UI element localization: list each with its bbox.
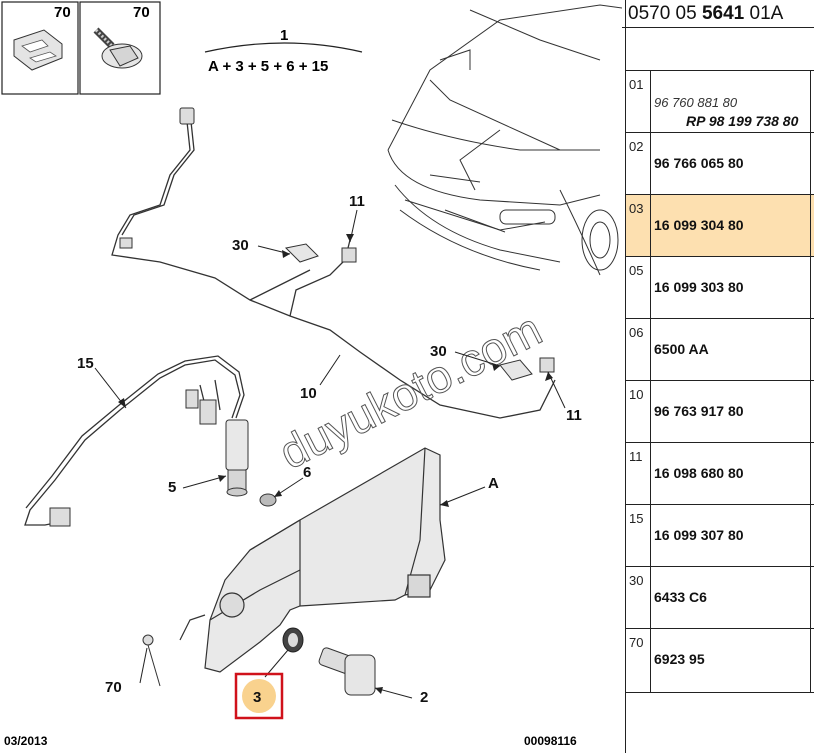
part-number: 6923 95 bbox=[654, 651, 705, 667]
bracket-30-right bbox=[499, 359, 533, 381]
row-number: 03 bbox=[629, 201, 644, 216]
row-number: 70 bbox=[629, 635, 644, 650]
row-number: 02 bbox=[629, 139, 644, 154]
table-row[interactable]: 10 96 763 917 80 bbox=[626, 380, 814, 442]
table-row[interactable]: 11 16 098 680 80 bbox=[626, 442, 814, 504]
part-number: 96 766 065 80 bbox=[654, 155, 744, 171]
label-70-bottom: 70 bbox=[105, 679, 122, 696]
reference-bold: 5641 bbox=[701, 3, 745, 24]
fastener-box-1-label: 70 bbox=[54, 4, 71, 21]
part-number: 16 099 304 80 bbox=[654, 217, 744, 233]
label-5: 5 bbox=[168, 479, 176, 496]
bolt-70-bottom bbox=[142, 634, 161, 687]
label-6: 6 bbox=[303, 464, 311, 481]
row-number: 11 bbox=[629, 449, 643, 464]
reference-prefix: 0570 05 bbox=[628, 3, 702, 24]
pump-seal bbox=[282, 627, 304, 653]
label-11-right: 11 bbox=[566, 407, 582, 424]
label-11-top: 11 bbox=[349, 193, 365, 210]
row-number: 10 bbox=[629, 387, 644, 402]
parts-table-border bbox=[625, 0, 626, 753]
grommet bbox=[259, 493, 277, 507]
table-row[interactable]: 05 16 099 303 80 bbox=[626, 256, 814, 318]
table-row[interactable]: 30 6433 C6 bbox=[626, 566, 814, 628]
reference-suffix: 01A bbox=[744, 3, 784, 24]
washer-pump bbox=[225, 419, 249, 497]
bracket-30-top bbox=[284, 243, 319, 263]
fastener-box-2: 70 bbox=[79, 1, 161, 95]
part-number: 6433 C6 bbox=[654, 589, 707, 605]
level-sensor bbox=[318, 647, 376, 696]
washer-reservoir bbox=[179, 447, 446, 673]
row-number: 01 bbox=[629, 77, 644, 92]
alt-part-number: 96 760 881 80 bbox=[654, 95, 738, 110]
part-number: 16 098 680 80 bbox=[654, 465, 744, 481]
label-A: A bbox=[488, 475, 499, 492]
table-row[interactable]: 02 96 766 065 80 bbox=[626, 132, 814, 194]
row-number: 15 bbox=[629, 511, 644, 526]
row-number: 06 bbox=[629, 325, 644, 340]
flange-bolt-icon bbox=[93, 27, 143, 69]
assembly-formula: 1 A + 3 + 5 + 6 + 15 bbox=[204, 27, 363, 75]
fastener-box-2-label: 70 bbox=[133, 4, 150, 21]
table-row[interactable]: 06 6500 AA bbox=[626, 318, 814, 380]
table-bottom-line bbox=[626, 692, 814, 693]
part-number: 16 099 307 80 bbox=[654, 527, 744, 543]
arrowheads bbox=[118, 234, 553, 694]
part-number: 6500 AA bbox=[654, 341, 709, 357]
row-number: 05 bbox=[629, 263, 644, 278]
label-3: 3 bbox=[253, 689, 261, 706]
footer-date: 03/2013 bbox=[4, 734, 48, 748]
car-front-sketch bbox=[387, 4, 622, 276]
row-number: 30 bbox=[629, 573, 644, 588]
formula-text: A + 3 + 5 + 6 + 15 bbox=[208, 58, 328, 75]
table-row[interactable]: 70 6923 95 bbox=[626, 628, 814, 690]
clip-nut-icon bbox=[13, 29, 63, 71]
table-row[interactable]: 03 16 099 304 80 bbox=[626, 194, 814, 256]
parts-diagram: 70 70 1 A + 3 + 5 + 6 + 15 bbox=[1, 1, 622, 748]
table-right-line-2 bbox=[810, 70, 811, 693]
table-row[interactable]: 15 16 099 307 80 bbox=[626, 504, 814, 566]
label-10: 10 bbox=[300, 385, 317, 402]
title-separator bbox=[622, 27, 814, 28]
footer-ref: 00098116 bbox=[524, 734, 577, 748]
table-row[interactable]: 01 96 760 881 80 RP 98 199 738 80 bbox=[626, 70, 814, 132]
callout-3-highlight[interactable]: 3 bbox=[234, 672, 284, 720]
hose-15 bbox=[24, 355, 245, 526]
part-number: 16 099 303 80 bbox=[654, 279, 744, 295]
reference-title: 0570 05 5641 01A bbox=[628, 3, 783, 25]
table-right-line bbox=[650, 70, 651, 693]
label-30-top: 30 bbox=[232, 237, 249, 254]
label-30-right: 30 bbox=[430, 343, 447, 360]
label-2: 2 bbox=[420, 689, 428, 706]
formula-number: 1 bbox=[280, 27, 288, 44]
part-number: 96 763 917 80 bbox=[654, 403, 744, 419]
fastener-box-1: 70 bbox=[1, 1, 79, 95]
replacement-part-number: RP 98 199 738 80 bbox=[686, 113, 799, 129]
connectors bbox=[49, 107, 555, 527]
label-15: 15 bbox=[77, 355, 94, 372]
